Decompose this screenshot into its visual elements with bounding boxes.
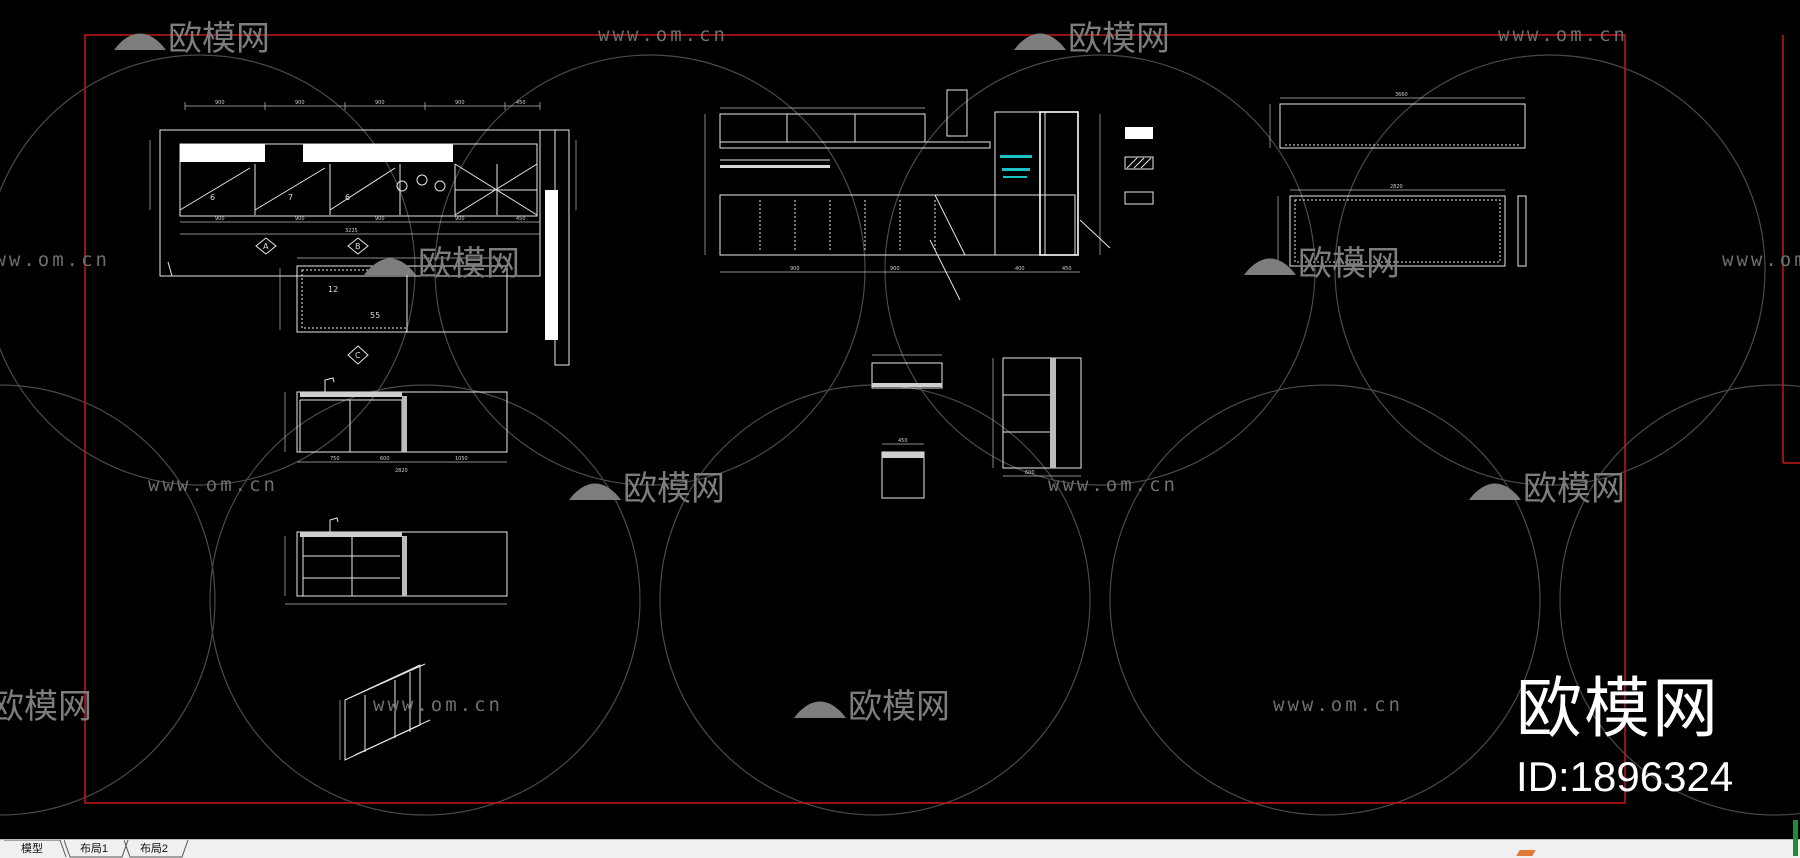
section-marker-a: A bbox=[255, 237, 277, 255]
isometric-rack bbox=[339, 663, 431, 761]
tab-outline bbox=[64, 840, 129, 858]
dim-text: 450 bbox=[898, 438, 908, 444]
dim-text: 900 bbox=[455, 100, 465, 106]
cabinet-number: 6 bbox=[210, 193, 215, 202]
section-marker-b: B bbox=[347, 237, 369, 255]
layout-frame bbox=[84, 34, 1626, 804]
watermark-circles bbox=[0, 54, 1800, 816]
island-number: 12 bbox=[328, 285, 338, 294]
dim-text: 450 bbox=[516, 100, 526, 106]
svg-text:欧模网: 欧模网 bbox=[168, 19, 270, 59]
dim-text: 400 bbox=[1015, 266, 1025, 272]
svg-text:www.om.cn: www.om.cn bbox=[373, 694, 503, 716]
dim-text: 450 bbox=[1062, 266, 1072, 272]
dim-text: 900 bbox=[375, 216, 385, 222]
tab-model[interactable]: 模型 bbox=[4, 840, 67, 858]
dim-text: 450 bbox=[516, 216, 526, 222]
svg-text:欧模网: 欧模网 bbox=[0, 687, 92, 727]
dim-text: 900 bbox=[790, 266, 800, 272]
svg-text:欧模网: 欧模网 bbox=[1298, 244, 1400, 284]
svg-text:欧模网: 欧模网 bbox=[848, 687, 950, 727]
dim-text: 2820 bbox=[395, 468, 408, 474]
dim-text: 3660 bbox=[1395, 92, 1408, 98]
svg-text:欧模网: 欧模网 bbox=[418, 244, 520, 284]
dim-text: 900 bbox=[295, 100, 305, 106]
drawing-canvas[interactable]: 900 900 900 900 450 bbox=[0, 0, 1800, 839]
layout-tab-bar: 模型 布局1 布局2 bbox=[0, 839, 1800, 858]
model-id-text: ID:1896324 bbox=[1516, 753, 1734, 800]
dim-text: 3225 bbox=[345, 228, 358, 234]
panel-drawings: 3660 2820 bbox=[1269, 92, 1527, 267]
tab-label: 布局1 bbox=[79, 843, 109, 855]
island-elevation-1: 750 600 1050 2820 bbox=[284, 377, 508, 474]
watermark-layer: 欧模网 欧模网 欧模网 欧模网 欧模网 欧模网 欧模网 欧模网 www.om.c… bbox=[0, 19, 1800, 727]
kitchen-plan: 900 900 900 900 450 bbox=[149, 100, 577, 366]
dim-text: 600 bbox=[1025, 470, 1035, 476]
svg-text:www.om.cn: www.om.cn bbox=[0, 249, 110, 271]
cabinet-number: 7 bbox=[288, 193, 293, 202]
island-number: 55 bbox=[370, 311, 380, 320]
detail-sections: 450 600 bbox=[871, 354, 1082, 499]
tab-label: 模型 bbox=[21, 843, 43, 855]
dim-text: 1050 bbox=[455, 456, 468, 462]
tab-outline bbox=[124, 840, 189, 858]
dim-text: 900 bbox=[890, 266, 900, 272]
svg-text:欧模网: 欧模网 bbox=[1068, 19, 1170, 59]
dim-text: 900 bbox=[215, 100, 225, 106]
svg-text:www.om.cn: www.om.cn bbox=[1048, 474, 1178, 496]
dim-text: 900 bbox=[375, 100, 385, 106]
svg-text:欧模网: 欧模网 bbox=[1523, 469, 1625, 509]
svg-text:www.om.cn: www.om.cn bbox=[1722, 249, 1800, 271]
tab-outline bbox=[4, 840, 67, 858]
dim-text: 750 bbox=[330, 456, 340, 462]
watermark-logo: 欧模网 欧模网 欧模网 欧模网 欧模网 欧模网 欧模网 欧模网 bbox=[0, 19, 1625, 727]
watermark-url: www.om.cn www.om.cn www.om.cn www.om.cn … bbox=[0, 24, 1800, 716]
island-elevation-2 bbox=[284, 517, 508, 605]
dim-text: 600 bbox=[380, 456, 390, 462]
svg-text:www.om.cn: www.om.cn bbox=[148, 474, 278, 496]
svg-text:欧模网: 欧模网 bbox=[623, 469, 725, 509]
svg-text:C: C bbox=[355, 351, 361, 360]
svg-text:www.om.cn: www.om.cn bbox=[598, 24, 728, 46]
svg-text:B: B bbox=[355, 242, 361, 251]
svg-text:A: A bbox=[263, 242, 269, 251]
dim-text: 900 bbox=[215, 216, 225, 222]
dim-text: 900 bbox=[455, 216, 465, 222]
cabinet-number: 6 bbox=[345, 193, 350, 202]
kitchen-elevation: 900 900 400 450 bbox=[704, 89, 1154, 301]
svg-text:www.om.cn: www.om.cn bbox=[1273, 694, 1403, 716]
tab-layout-2[interactable]: 布局2 bbox=[124, 840, 189, 858]
dim-text: 900 bbox=[295, 216, 305, 222]
tab-label: 布局2 bbox=[139, 843, 169, 855]
brand-logo-text: 欧模网 bbox=[1516, 670, 1720, 747]
tab-layout-1[interactable]: 布局1 bbox=[64, 840, 129, 858]
svg-text:www.om.cn: www.om.cn bbox=[1498, 24, 1628, 46]
scrollbar-indicator[interactable] bbox=[1793, 820, 1798, 856]
dim-text: 2820 bbox=[1390, 184, 1403, 190]
section-marker-c: C bbox=[347, 345, 369, 365]
